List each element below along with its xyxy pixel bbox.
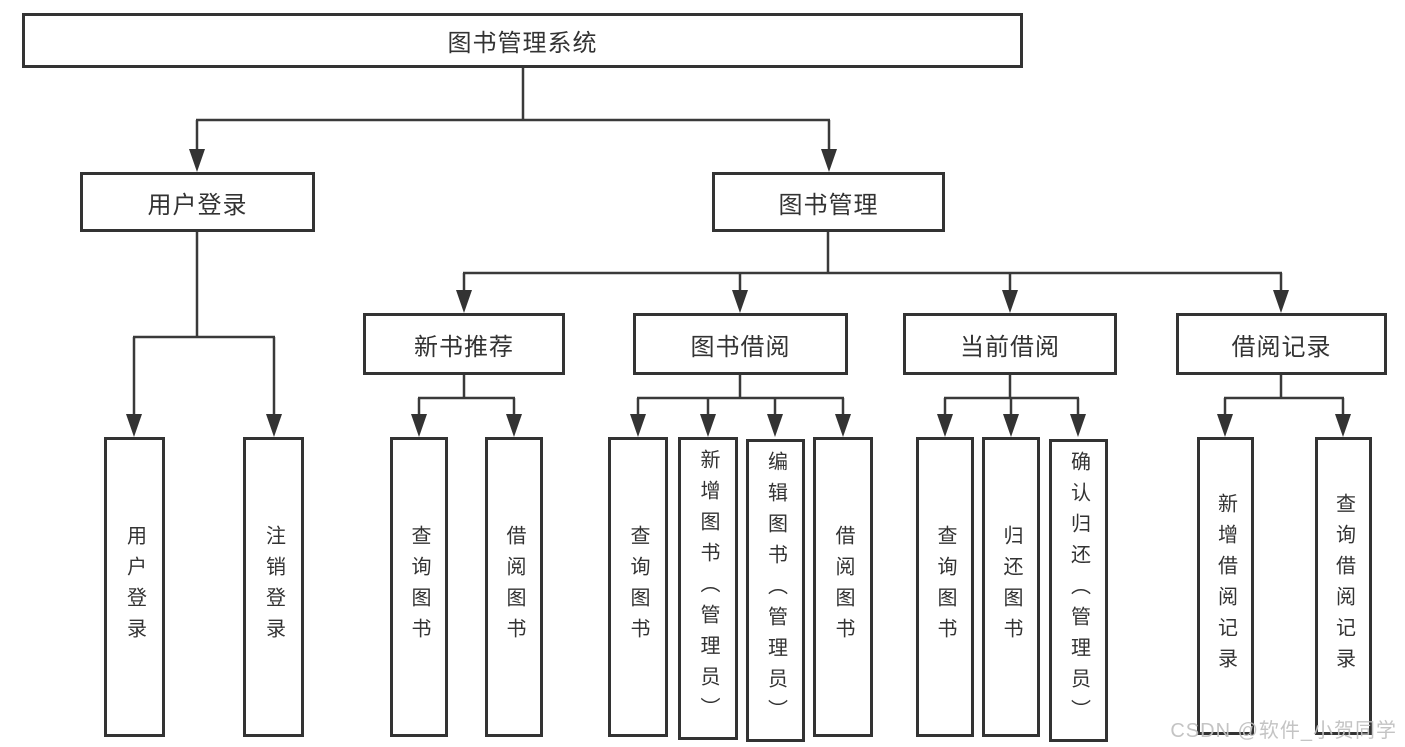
node-label: 当前借阅 bbox=[960, 333, 1060, 361]
leaf-borrow-books-recommend: 借阅图书 bbox=[485, 437, 543, 737]
leaf-add-books-admin: 新增图书（管理员） bbox=[678, 437, 738, 740]
leaf-edit-books-admin: 编辑图书（管理员） bbox=[746, 439, 805, 742]
node-label: 用户登录 bbox=[147, 191, 248, 219]
node-book-borrowing: 图书借阅 bbox=[633, 313, 848, 375]
leaf-borrow-books: 借阅图书 bbox=[813, 437, 873, 737]
leaf-label: 归还图书 bbox=[1000, 525, 1022, 649]
leaf-return-books: 归还图书 bbox=[982, 437, 1040, 737]
tree-wires bbox=[132, 68, 1345, 416]
node-label: 图书管理系统 bbox=[447, 30, 598, 57]
arrowheads bbox=[126, 149, 1351, 437]
leaf-label: 查询借阅记录 bbox=[1332, 493, 1355, 679]
leaf-label: 查询图书 bbox=[627, 525, 649, 649]
node-new-book-recommendation: 新书推荐 bbox=[363, 313, 565, 375]
node-current-borrowing: 当前借阅 bbox=[903, 313, 1117, 375]
leaf-label: 确认归还（管理员） bbox=[1067, 451, 1090, 730]
leaf-user-login: 用户登录 bbox=[104, 437, 165, 737]
leaf-label: 借阅图书 bbox=[503, 525, 525, 649]
leaf-label: 借阅图书 bbox=[832, 525, 854, 649]
node-label: 图书管理 bbox=[778, 191, 879, 219]
node-label: 新书推荐 bbox=[414, 333, 514, 361]
leaf-label: 查询图书 bbox=[934, 525, 956, 649]
leaf-label: 编辑图书（管理员） bbox=[764, 451, 787, 730]
leaf-label: 新增图书（管理员） bbox=[697, 449, 719, 728]
leaf-label: 注销登录 bbox=[262, 525, 285, 649]
node-book-management: 图书管理 bbox=[712, 172, 945, 232]
leaf-label: 用户登录 bbox=[123, 525, 146, 649]
node-library-management-system: 图书管理系统 bbox=[22, 13, 1023, 68]
node-user-login: 用户登录 bbox=[80, 172, 315, 232]
leaf-logout: 注销登录 bbox=[243, 437, 304, 737]
leaf-query-books-borrowing: 查询图书 bbox=[608, 437, 668, 737]
leaf-label: 新增借阅记录 bbox=[1214, 493, 1237, 679]
leaf-confirm-return-admin: 确认归还（管理员） bbox=[1049, 439, 1108, 742]
leaf-query-books-current: 查询图书 bbox=[916, 437, 974, 737]
leaf-query-books-recommend: 查询图书 bbox=[390, 437, 448, 737]
csdn-watermark: CSDN @软件_小贺同学 bbox=[1170, 720, 1397, 742]
node-borrowing-records: 借阅记录 bbox=[1176, 313, 1387, 375]
leaf-add-borrow-record: 新增借阅记录 bbox=[1197, 437, 1254, 735]
node-label: 图书借阅 bbox=[690, 333, 791, 361]
leaf-label: 查询图书 bbox=[408, 525, 430, 649]
node-label: 借阅记录 bbox=[1231, 333, 1332, 361]
leaf-query-borrow-record: 查询借阅记录 bbox=[1315, 437, 1372, 735]
